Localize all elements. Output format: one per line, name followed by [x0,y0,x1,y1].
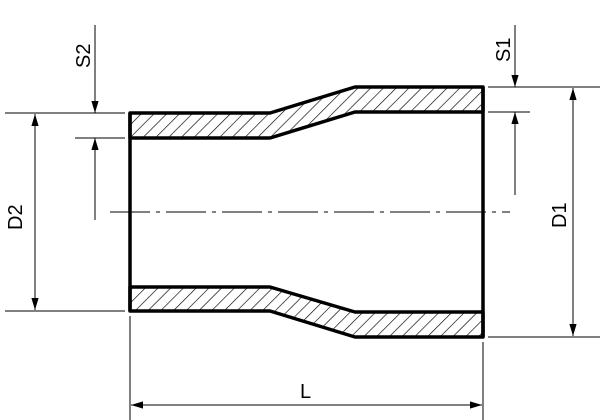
top-wall [128,85,485,140]
label-l: L [300,381,311,403]
dimension-l [129,316,484,420]
dimension-d2 [5,112,125,312]
label-d2: D2 [5,204,27,230]
bottom-wall [128,285,485,339]
dimension-d1 [488,86,600,338]
label-s1: S1 [493,38,515,62]
label-d1: D1 [549,202,571,228]
dimension-s2 [75,25,125,220]
dimension-s1 [488,25,530,195]
label-s2: S2 [73,44,95,68]
